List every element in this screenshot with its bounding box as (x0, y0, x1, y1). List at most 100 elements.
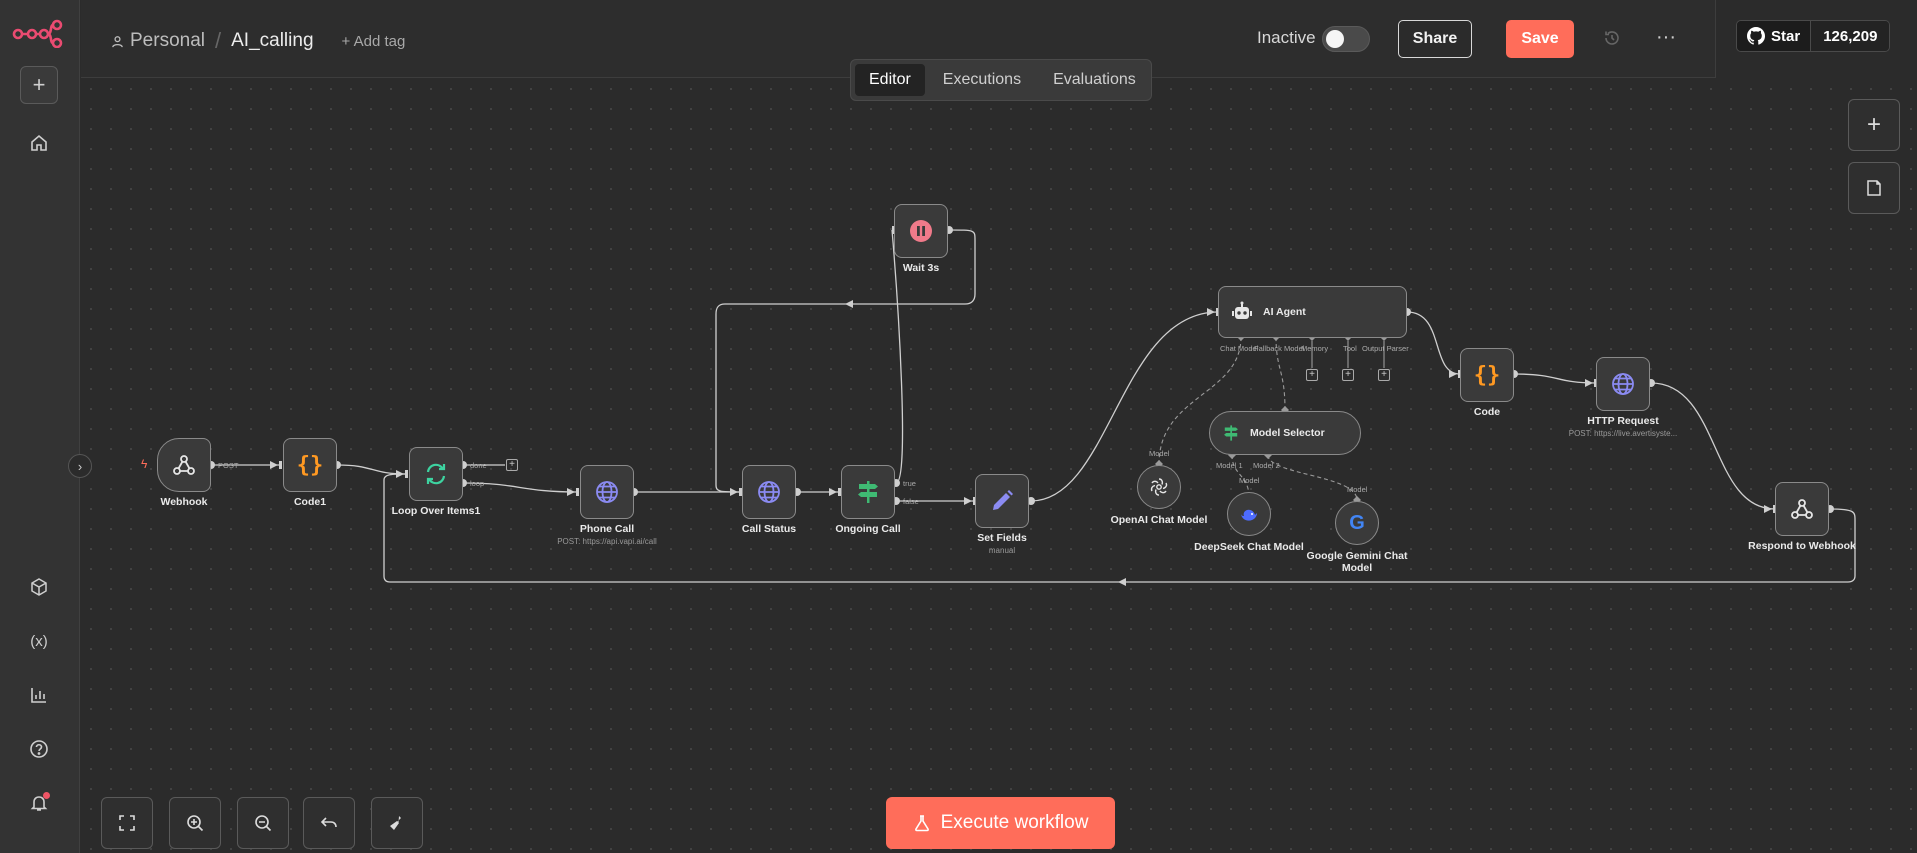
edge-label-memory: Memory (1301, 344, 1329, 353)
notification-dot (43, 792, 50, 799)
node-set-fields[interactable] (975, 474, 1029, 528)
node-openai-label: OpenAI Chat Model (1110, 514, 1208, 526)
help-icon[interactable] (20, 730, 58, 768)
zoom-to-fit-button[interactable] (101, 797, 153, 849)
toggle-knob (1326, 30, 1344, 48)
tab-executions[interactable]: Executions (942, 71, 1022, 88)
sticky-note-button[interactable] (1848, 162, 1900, 214)
switch-signpost-icon (858, 481, 878, 503)
loop-icon (426, 463, 446, 485)
node-call-status[interactable] (742, 465, 796, 519)
openai-icon (1150, 478, 1168, 496)
globe-icon (596, 481, 618, 503)
node-gemini-label: Google Gemini Chat Model (1306, 550, 1408, 574)
templates-icon[interactable] (20, 568, 58, 606)
view-tabs: Editor Executions Evaluations (850, 59, 1152, 101)
active-toggle[interactable] (1322, 26, 1370, 52)
webhook-icon (173, 455, 195, 475)
github-icon (1747, 27, 1765, 45)
node-loop-over-items[interactable] (409, 447, 463, 501)
node-loop-label: Loop Over Items1 (391, 505, 481, 517)
edge-label-true: true (903, 479, 916, 488)
create-new-button[interactable]: + (20, 66, 58, 104)
edge-label-model-gemini: Model (1347, 485, 1368, 494)
more-options-icon[interactable]: ··· (1656, 25, 1676, 48)
node-http-request[interactable] (1596, 357, 1650, 411)
node-http-request-sub: POST: https://live.avertisyste... (1568, 429, 1678, 438)
save-button[interactable]: Save (1506, 20, 1574, 58)
node-openai-chat-model[interactable] (1137, 465, 1181, 509)
n8n-logo-icon[interactable] (12, 18, 64, 49)
zoom-in-button[interactable] (169, 797, 221, 849)
node-respond-label: Respond to Webhook (1748, 540, 1856, 552)
node-deepseek-chat-model[interactable] (1227, 492, 1271, 536)
node-gemini-chat-model[interactable]: G (1335, 501, 1379, 545)
add-memory-button[interactable]: + (1306, 369, 1318, 381)
github-star-count: 126,209 (1810, 21, 1890, 51)
switch-signpost-icon (1224, 425, 1238, 441)
node-code[interactable]: {} (1460, 348, 1514, 402)
edge-label-false: false (903, 497, 919, 506)
expand-sidebar-button[interactable]: › (68, 454, 92, 478)
add-node-button[interactable]: + (1848, 99, 1900, 151)
node-code1-label: Code1 (293, 496, 327, 508)
notifications-bell-icon[interactable] (20, 784, 58, 822)
node-model-selector[interactable]: Model Selector (1209, 411, 1361, 455)
node-wait-label: Wait 3s (902, 262, 940, 274)
node-code1[interactable]: {} (283, 438, 337, 492)
node-phone-call-sub: POST: https://api.vapi.ai/call (557, 537, 657, 546)
add-node-done-button[interactable]: + (506, 459, 518, 471)
google-g-icon: G (1349, 511, 1365, 534)
execute-workflow-button[interactable]: Execute workflow (886, 797, 1115, 849)
node-webhook-label: Webhook (160, 496, 208, 508)
share-button[interactable]: Share (1398, 20, 1472, 58)
sticky-note-icon (1867, 180, 1881, 196)
add-tag-link[interactable]: + Add tag (341, 32, 406, 50)
edge-label-model1: Model 1 (1216, 461, 1243, 470)
tab-editor[interactable]: Editor (855, 64, 925, 96)
edge-label-chat-model: Chat Model (1220, 344, 1259, 353)
flask-icon (914, 815, 929, 832)
node-respond-to-webhook[interactable] (1775, 482, 1829, 536)
node-webhook[interactable] (157, 438, 211, 492)
edge-label-fallback-model: Fallback Model (1254, 344, 1305, 353)
node-deepseek-label: DeepSeek Chat Model (1194, 541, 1304, 553)
undo-icon (320, 817, 337, 828)
node-phone-call[interactable] (580, 465, 634, 519)
edge-label-post: POST (218, 461, 239, 470)
node-ongoing-call[interactable] (841, 465, 895, 519)
tidy-up-button[interactable] (371, 797, 423, 849)
undo-button[interactable] (303, 797, 355, 849)
node-code-label: Code (1473, 406, 1501, 418)
insights-icon[interactable] (20, 676, 58, 714)
node-ai-agent[interactable]: AI Agent (1218, 286, 1407, 338)
project-link[interactable]: Personal (111, 30, 205, 52)
add-tool-button[interactable]: + (1342, 369, 1354, 381)
workflow-canvas[interactable] (81, 79, 1917, 853)
edge-label-model2: Model 2 (1253, 461, 1280, 470)
node-wait[interactable] (894, 204, 948, 258)
edge-label-done: done (470, 461, 487, 470)
github-star-button[interactable]: Star 126,209 (1736, 20, 1891, 52)
tab-evaluations[interactable]: Evaluations (1053, 71, 1136, 88)
variables-icon[interactable]: (x) (30, 632, 48, 650)
code-braces-icon: {} (1473, 362, 1501, 388)
code-braces-icon: {} (296, 452, 324, 478)
home-icon[interactable] (20, 124, 58, 162)
globe-icon (1612, 373, 1634, 395)
left-sidebar: + (x) (0, 0, 80, 853)
node-ongoing-call-label: Ongoing Call (835, 523, 901, 535)
fit-view-icon (119, 815, 135, 831)
history-icon[interactable] (1600, 26, 1624, 50)
github-star-area: Star 126,209 (1715, 0, 1917, 78)
node-phone-call-label: Phone Call (579, 523, 635, 535)
zoom-out-button[interactable] (237, 797, 289, 849)
node-call-status-label: Call Status (741, 523, 797, 535)
node-http-request-label: HTTP Request (1587, 415, 1659, 427)
zoom-out-icon (255, 815, 272, 832)
trigger-bolt-icon: ϟ (141, 457, 148, 471)
workflow-name[interactable]: AI_calling (231, 30, 314, 51)
breadcrumb: Personal / AI_calling + Add tag (111, 28, 405, 54)
add-output-parser-button[interactable]: + (1378, 369, 1390, 381)
breadcrumb-separator: / (215, 28, 222, 53)
